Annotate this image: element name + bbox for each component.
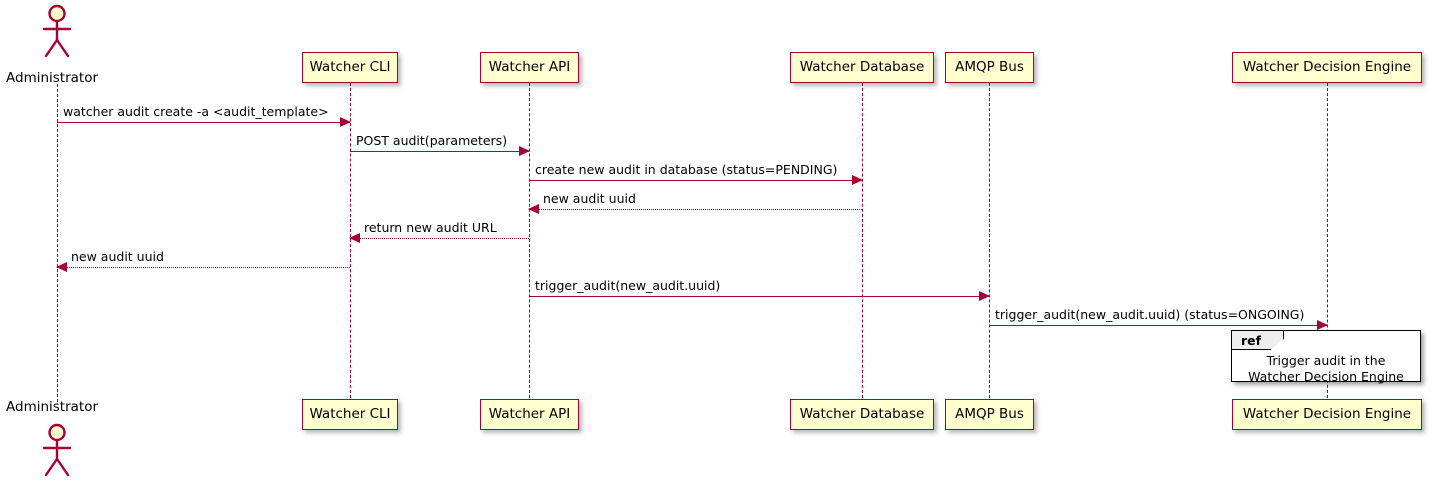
message-line — [57, 122, 350, 123]
participant-label-watcher-api-bottom: Watcher API — [488, 405, 571, 422]
participant-label-watcher-database-bottom: Watcher Database — [799, 405, 925, 422]
lifeline-watcher-database — [862, 83, 863, 398]
message-line — [350, 238, 529, 239]
lifeline-watcher-decision-engine — [1327, 83, 1328, 398]
ref-fragment-tab-label: ref — [1232, 331, 1285, 350]
message-label: create new audit in database (status=PEN… — [535, 162, 838, 177]
participant-box-watcher-api-top[interactable]: Watcher API — [480, 52, 579, 83]
arrowhead-right-icon — [519, 146, 530, 156]
arrowhead-right-icon — [979, 291, 990, 301]
participant-box-watcher-cli-bottom[interactable]: Watcher CLI — [302, 399, 398, 430]
message-line — [529, 180, 862, 181]
participant-box-watcher-database-bottom[interactable]: Watcher Database — [790, 399, 934, 430]
participant-label-watcher-cli-bottom: Watcher CLI — [309, 405, 391, 422]
message-line — [57, 267, 350, 268]
message-label: trigger_audit(new_audit.uuid) — [535, 278, 721, 293]
ref-fragment-body: Trigger audit in the Watcher Decision En… — [1232, 353, 1420, 385]
message-label: return new audit URL — [364, 220, 497, 235]
message-line — [989, 325, 1327, 326]
participant-label-watcher-api: Watcher API — [488, 58, 571, 75]
ref-fragment-line-2: Watcher Decision Engine — [1248, 369, 1404, 384]
message-label: new audit uuid — [543, 191, 636, 206]
participant-label-amqp-bus: AMQP Bus — [955, 58, 1024, 75]
message-line — [529, 296, 989, 297]
arrowhead-right-icon — [1317, 320, 1328, 330]
participant-box-amqp-bus-bottom[interactable]: AMQP Bus — [945, 399, 1034, 430]
participant-label-amqp-bus-bottom: AMQP Bus — [955, 405, 1024, 422]
participant-box-watcher-database-top[interactable]: Watcher Database — [790, 52, 934, 83]
message-label: new audit uuid — [71, 249, 164, 264]
lifeline-watcher-api — [529, 83, 530, 398]
message-label: watcher audit create -a <audit_template> — [63, 104, 329, 119]
actor-stick-figure-icon — [42, 423, 72, 477]
actor-label-administrator-top: Administrator — [6, 70, 99, 86]
participant-box-watcher-cli-top[interactable]: Watcher CLI — [302, 52, 398, 83]
arrowhead-left-icon — [528, 204, 539, 214]
ref-fragment-line-1: Trigger audit in the — [1266, 353, 1386, 368]
participant-box-amqp-bus-top[interactable]: AMQP Bus — [945, 52, 1034, 83]
participant-label-watcher-database: Watcher Database — [799, 58, 925, 75]
participant-label-watcher-cli: Watcher CLI — [309, 58, 391, 75]
message-label: POST audit(parameters) — [356, 133, 508, 148]
message-label: trigger_audit(new_audit.uuid) (status=ON… — [995, 307, 1305, 322]
arrowhead-right-icon — [340, 117, 351, 127]
participant-box-watcher-api-bottom[interactable]: Watcher API — [480, 399, 579, 430]
lifeline-administrator — [57, 84, 58, 402]
participant-label-watcher-decision-engine: Watcher Decision Engine — [1242, 58, 1412, 75]
message-line — [529, 209, 862, 210]
lifeline-amqp-bus — [989, 83, 990, 398]
participant-box-watcher-decision-engine-top[interactable]: Watcher Decision Engine — [1232, 52, 1422, 83]
arrowhead-right-icon — [852, 175, 863, 185]
actor-stick-figure-icon — [42, 4, 72, 58]
participant-label-watcher-decision-engine-bottom: Watcher Decision Engine — [1242, 405, 1412, 422]
ref-fragment[interactable]: ref Trigger audit in the Watcher Decisio… — [1231, 330, 1421, 385]
arrowhead-left-icon — [349, 233, 360, 243]
participant-box-watcher-decision-engine-bottom[interactable]: Watcher Decision Engine — [1232, 399, 1422, 430]
actor-label-administrator-bottom: Administrator — [6, 399, 99, 415]
actor-administrator-bottom — [34, 423, 80, 479]
arrowhead-left-icon — [56, 262, 67, 272]
actor-administrator-top — [34, 4, 80, 60]
message-line — [350, 151, 529, 152]
